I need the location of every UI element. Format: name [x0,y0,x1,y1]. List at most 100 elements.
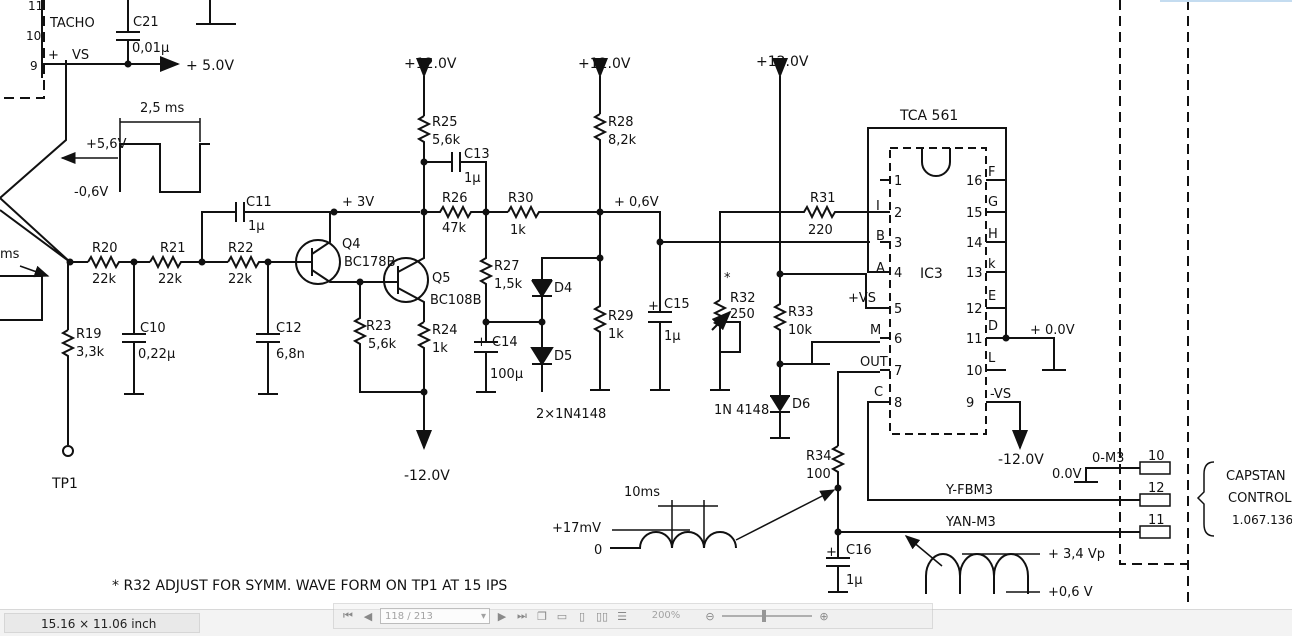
ic-left-pin-number: 2 [894,206,902,221]
next-page-icon[interactable]: ▶ [497,609,507,623]
c21-value: 0,01μ [132,41,169,56]
sig11-label: YAN-M3 [945,515,996,530]
first-page-icon[interactable]: ⏮ [343,609,353,622]
ic-minus-vs: -VS [990,387,1011,402]
ic-left-pin-number: 7 [894,364,902,379]
last-page-icon[interactable]: ⏭ [517,609,527,622]
r23-name: R23 [366,319,392,334]
ic-letter-g: G [988,195,998,210]
zoom-in-icon[interactable]: ⊕ [819,609,829,623]
c12-name: C12 [276,321,302,336]
r30-value: 1k [510,223,526,238]
left-ms-label: ms [0,247,20,262]
continuous-icon[interactable]: ☰ [617,609,627,623]
d6-type-label: 1N 4148 [714,403,769,418]
copy-icon[interactable]: ❐ [537,609,547,623]
schematic-diagram: 11 10 9 TACHO + VS C21 0,01μ + 5.0V 2,5 … [0,0,1292,608]
r30-name: R30 [508,191,534,206]
c13-name: C13 [464,147,490,162]
ic-out: OUT [860,355,888,370]
r27-name: R27 [494,259,520,274]
zoom-slider[interactable] [722,610,812,622]
single-page-icon[interactable]: ▯ [578,609,586,623]
ic-left-pin-number: 8 [894,396,902,411]
r25-name: R25 [432,115,458,130]
tacho-label: TACHO [49,16,95,31]
c15-plus: + [648,299,659,314]
r33-name: R33 [788,305,814,320]
c12-value: 6,8n [276,347,305,362]
page-number-input[interactable]: 118 / 213▾ [380,608,490,624]
ic-right-pin-number: 13 [966,266,983,281]
c13-value: 1μ [464,171,481,186]
ic-right-pin-number: 14 [966,236,983,251]
d6-label: D6 [792,397,810,412]
ic-right-pin-number: 16 [966,174,983,189]
conn-pin12: 12 [1148,481,1165,496]
wave3-peak: + 3,4 Vp [1048,547,1105,562]
ic-right-pin-number: 9 [966,396,974,411]
c10-value: 0,22μ [138,347,175,362]
r31-value: 220 [808,223,833,238]
chevron-down-icon[interactable]: ▾ [480,611,486,622]
conn-pin10: 10 [1148,449,1165,464]
c14-value: 100μ [490,367,523,382]
r21-value: 22k [158,272,183,287]
two-page-icon[interactable]: ▯▯ [595,609,609,623]
d5-label: D5 [554,349,572,364]
sig10-label: 0-M3 [1092,451,1124,466]
tp1-label: TP1 [51,476,78,492]
capstan-connector: 10 12 11 CAPSTAN CONTROL 1.067.136 [1119,0,1292,608]
c16-plus: + [826,545,837,560]
tacho-pin9: 9 [30,59,38,73]
wave1-period: 2,5 ms [140,101,184,116]
c15-name: C15 [664,297,690,312]
page-size-indicator: 15.16 × 11.06 inch [4,613,200,633]
zoom-slider-thumb[interactable] [762,610,766,622]
zero-v-label: 0.0V [1052,467,1082,482]
ic-letter-l: L [988,351,996,366]
prev-page-icon[interactable]: ◀ [363,609,373,623]
wave3-base: +0,6 V [1048,585,1093,600]
plus06v-label: + 0,6V [614,195,659,210]
capstan-line2: CONTROL [1228,491,1292,506]
c11-name: C11 [246,195,272,210]
waveform-ripple: 10ms +17mV 0 [552,485,737,558]
tacho-block: 11 10 9 TACHO + VS C21 0,01μ + 5.0V [0,0,236,99]
rail-r33-label: +12.0V [756,54,809,70]
diode-pair-label: 2×1N4148 [536,407,606,422]
r34-name: R34 [806,449,832,464]
r19-name: R19 [76,327,102,342]
ic-left-pin-number: 4 [894,266,902,281]
ic-letter-a: A [876,261,885,276]
ic-left-pin-number: 3 [894,236,902,251]
r25-value: 5,6k [432,133,461,148]
zoom-out-icon[interactable]: ⊖ [705,609,715,623]
wave1-low: -0,6V [74,185,108,200]
fit-page-icon[interactable]: ▭ [556,609,568,623]
tacho-plus: + [48,48,59,63]
zoom-level[interactable]: 200% [651,610,681,621]
c14-name: C14 [492,335,518,350]
r28-name: R28 [608,115,634,130]
ic-minus-rail-label: -12.0V [998,452,1044,468]
ic-right-pin-number: 12 [966,302,983,317]
capstan-line3: 1.067.136 [1232,513,1292,527]
rail-q5-label: +12.0V [404,56,457,72]
input-left: ms [0,247,50,321]
r24-value: 1k [432,341,448,356]
wave1-high: +5,6V [86,137,127,152]
r27-value: 1,5k [494,277,523,292]
capstan-line1: CAPSTAN [1226,469,1286,484]
q4-type: BC178B [344,255,396,270]
plus5v-label: + 5.0V [186,58,234,74]
ic-c: C [874,385,883,400]
footnote: * R32 ADJUST FOR SYMM. WAVE FORM ON TP1 … [112,578,507,594]
ic-part-label: TCA 561 [899,108,958,124]
c15-value: 1μ [664,329,681,344]
tacho-pin10: 10 [26,29,41,43]
rail-bottom-label: -12.0V [404,468,450,484]
plus0v-label: + 0.0V [1030,323,1075,338]
r32-value: 250 [730,307,755,322]
